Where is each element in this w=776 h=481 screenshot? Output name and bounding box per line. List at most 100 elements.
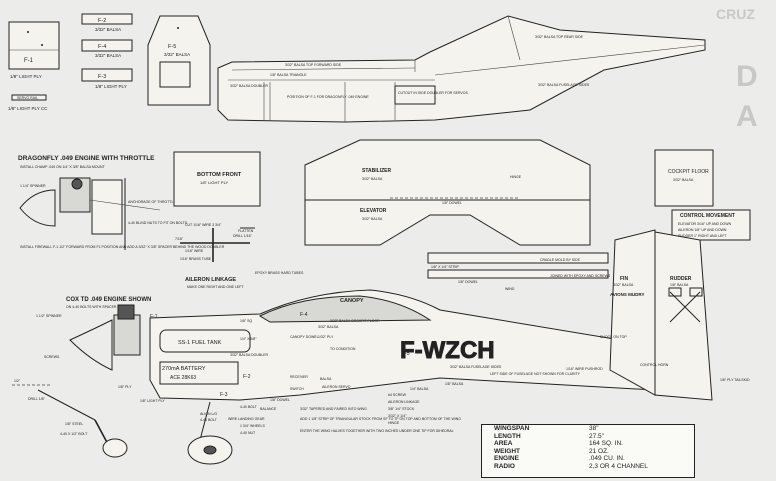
firewall-note: INSTALL FIREWALL F-1 1/2" FORWARD FROM F… bbox=[20, 245, 225, 249]
registration: F-WZCH bbox=[400, 337, 495, 364]
label-receiver: RECEIVER bbox=[290, 375, 308, 379]
label-steel: 1/8" STEEL bbox=[65, 422, 83, 426]
label-tapered: 3/32" TAPERED AND FAIRED INTO WING bbox=[300, 407, 367, 411]
label-gear: WIRE LANDING GEAR bbox=[228, 417, 265, 421]
former-f4: F-4 3/32" BALSA bbox=[81, 39, 133, 58]
fin-label: FIN bbox=[620, 276, 628, 282]
tank-label: SS-1 FUEL TANK bbox=[178, 340, 222, 346]
linkage-drill: DRILL 1/16" bbox=[233, 234, 253, 238]
label-shock: SHOCK ON TOP bbox=[600, 335, 627, 339]
label-f3: F-3 bbox=[220, 392, 228, 398]
main-side-view bbox=[12, 229, 713, 465]
label-screw: #4 SCREW bbox=[388, 393, 407, 397]
elevator-material: 3/32" BALSA bbox=[362, 217, 383, 221]
fin-material: 3/32" BALSA bbox=[613, 283, 634, 287]
linkage-tube: 1/16" BRASS TUBE bbox=[180, 257, 212, 261]
rear-side-label: 3/32" BALSA FUSELAGE SIDES bbox=[538, 83, 590, 87]
label-drill: DRILL 1/8" bbox=[28, 397, 46, 401]
mount-note: INSTALL CHAMP .049 ON 1/4" X 3/8" BALSA … bbox=[20, 165, 106, 169]
f4-label: F-4 bbox=[98, 44, 106, 50]
f4-material: 3/32" BALSA bbox=[95, 53, 121, 58]
spinner-note: 1 1/4" SPINNER bbox=[20, 184, 46, 188]
fuselage-side-view: 3/32" BALSA TOP FORWARD SIDE 1/8" BALSA … bbox=[217, 15, 706, 123]
label-switch: SWITCH bbox=[290, 387, 304, 391]
label-dowel: 1/8" DOWEL bbox=[270, 398, 290, 402]
label-sq: 1/8" SQ bbox=[240, 319, 252, 323]
position-label: POSITION OF F-1 FOR DRAGONFLY .049 ENGIN… bbox=[287, 95, 369, 99]
label-balsa4: 1/4" BALSA bbox=[410, 387, 429, 391]
label-balsa2: BALSA bbox=[320, 377, 332, 381]
cockpit-floor-title: COCKPIT FLOOR bbox=[668, 169, 709, 175]
wing-text: WING bbox=[505, 287, 515, 291]
linkage-subtitle: MAKE ONE RIGHT AND ONE LEFT bbox=[187, 285, 244, 289]
f5-label: F-5 bbox=[168, 44, 176, 50]
rudder-label: RUDDER bbox=[670, 276, 692, 282]
elevator-label: ELEVATOR bbox=[360, 208, 387, 214]
bolts-note: 4-40 BLIND NUTS TO FIT ON BOLTS bbox=[128, 221, 188, 225]
control-line2: AILERON 1/8" UP AND DOWN bbox=[678, 228, 727, 232]
bottom-front: BOTTOM FRONT 1/8" LIGHT PLY bbox=[173, 151, 261, 207]
cutout-label: CUTOUT IN SIDE DOUBLER FOR SERVOS bbox=[398, 91, 468, 95]
label-nut: 4-40 NUT bbox=[240, 431, 256, 435]
cox-title: COX TD .049 ENGINE SHOWN bbox=[66, 297, 151, 303]
label-bolt: 4-40 BOLT bbox=[240, 405, 258, 409]
former-f1: F-1 1/8" LIGHT PLY bbox=[8, 21, 60, 79]
label-dihedral: ENTER THE WING HALVES TOGETHER WITH TWO … bbox=[300, 429, 454, 433]
label-f4: F-4 bbox=[300, 312, 308, 318]
label-left-side: LEFT SIDE OF FUSELAGE NOT SHOWN FOR CLAR… bbox=[490, 372, 581, 376]
label-strip2: 3/32" X 1/4" bbox=[388, 414, 407, 418]
f1-label: F-1 bbox=[24, 58, 34, 64]
f1-material: 1/8" LIGHT PLY bbox=[10, 74, 42, 79]
throttle-note: ANCHORAGE OF THROTTLE CABLE bbox=[128, 200, 189, 204]
label-stock: 3/8" 1/4" STOCK bbox=[388, 407, 415, 411]
servo-rail: SERVO RAIL 1/8" LIGHT PLY CC bbox=[8, 94, 48, 111]
f2-material: 3/32" BALSA bbox=[95, 27, 121, 32]
wing-doweling: 1/8" DOWEL bbox=[458, 280, 478, 284]
wing-gusset: 1/8" X 1/4" STRIP bbox=[431, 265, 459, 269]
former-f2: F-2 3/32" BALSA bbox=[81, 13, 133, 32]
label-balance: BALANCE bbox=[260, 407, 277, 411]
former-f3: F-3 1/8" LIGHT PLY bbox=[81, 68, 133, 89]
servo-rail-material: 1/8" LIGHT PLY CC bbox=[8, 106, 48, 111]
linkage-epoxy: EPOXY BRASS HARD TUBES bbox=[255, 271, 304, 275]
label-f2: F-2 bbox=[243, 374, 251, 380]
cox-subtitle: ON 4-40 BOLTS WITH SPACER bbox=[66, 305, 117, 309]
control-line3: RUDDER 1" RIGHT AND LEFT bbox=[678, 234, 727, 238]
label-hinge: HINGE bbox=[388, 421, 400, 425]
f3-material: 1/8" LIGHT PLY bbox=[95, 84, 127, 89]
control-line1: ELEVATOR 3/16" UP AND DOWN bbox=[678, 222, 732, 226]
f2-label: F-2 bbox=[98, 18, 106, 24]
fin-name: AVIONS MUDRY bbox=[610, 292, 645, 297]
linkage-flatten: FLATTEN bbox=[238, 229, 254, 233]
battery-model: ACE 28K63 bbox=[170, 375, 196, 381]
label-bolt2: 4-40 BOLT bbox=[200, 418, 218, 422]
stabilizer-plan: STABILIZER 3/32" BALSA ELEVATOR 3/32" BA… bbox=[304, 139, 591, 246]
canopy-label: CANOPY bbox=[340, 298, 364, 304]
top-planking-label: 3/32" BALSA TOP FORWARD SIDE bbox=[285, 63, 342, 67]
ghost-text-3: A bbox=[736, 100, 758, 133]
f5-material: 3/32" BALSA bbox=[164, 52, 190, 57]
wing-brace: JOINED WITH EPOXY AND SCREWS bbox=[550, 274, 611, 278]
stab-label: STABILIZER bbox=[362, 168, 391, 174]
aileron-linkage: CUT 1/16" WIRE 3 3/4" 7/16" 1/16" WIRE 1… bbox=[175, 223, 304, 289]
label-f1: F-1 bbox=[150, 314, 158, 320]
rudder-material: 1/8" BALSA bbox=[670, 283, 689, 287]
linkage-dim1: 7/16" bbox=[175, 237, 184, 241]
body-labels: CANOPY SS-1 FUEL TANK 270mA BATTERY ACE … bbox=[14, 276, 750, 436]
cockpit-floor-material: 3/32" BALSA bbox=[673, 178, 694, 182]
cox-spinner-label: 1 1/2" SPINNER bbox=[36, 314, 62, 318]
label-light-ply: 1/8" LIGHT PLY bbox=[140, 399, 165, 403]
label-wheels: 1 3/4" WHEELS bbox=[240, 424, 265, 428]
label-aileron-linkage: AILERON LINKAGE bbox=[388, 400, 420, 404]
label-strip-note: ADD 1 1/8" STRIP OF TRIANGULAR STOCK FRO… bbox=[300, 417, 461, 421]
label-condition: TO CONDITION bbox=[330, 347, 356, 351]
label-balsa8: 1/8" BALSA bbox=[445, 382, 464, 386]
battery-label: 270mA BATTERY bbox=[162, 366, 206, 372]
label-align: ALIGN L/G bbox=[200, 412, 217, 416]
label-tailskid: 1/8" PLY TAILSKID bbox=[720, 378, 750, 382]
servo-rail-label: SERVO RAIL bbox=[17, 96, 38, 100]
